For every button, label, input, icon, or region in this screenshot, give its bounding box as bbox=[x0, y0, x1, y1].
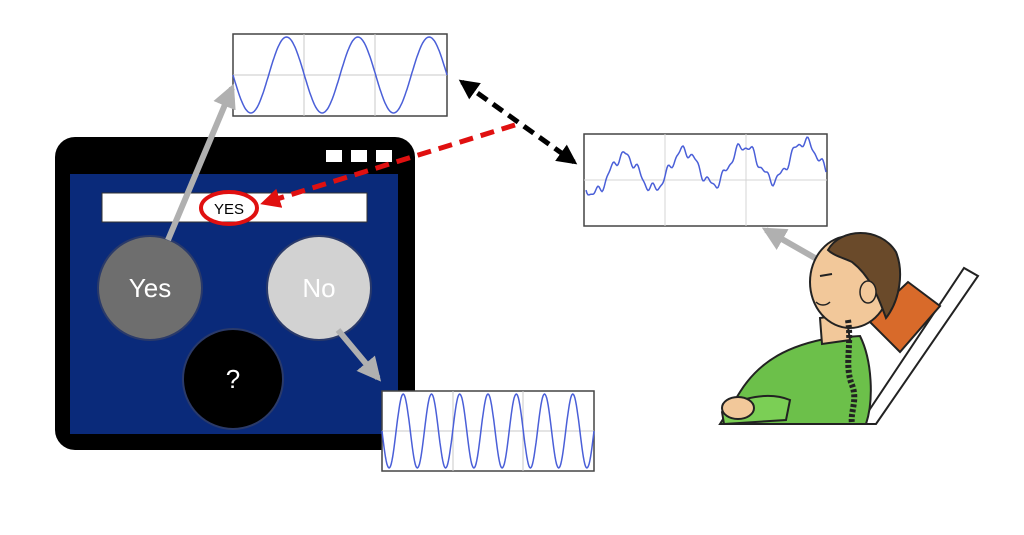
highlight-ring bbox=[199, 190, 259, 226]
waveform-yes-line bbox=[232, 36, 448, 114]
tablet-device: YES Yes No ? bbox=[55, 137, 415, 450]
waveform-yes-panel bbox=[232, 33, 448, 117]
unknown-button-label: ? bbox=[226, 364, 240, 394]
arrow-correlation bbox=[458, 79, 578, 165]
yes-button-label: Yes bbox=[129, 273, 171, 303]
person-reclining-icon bbox=[718, 232, 980, 426]
no-button[interactable]: No bbox=[266, 235, 372, 341]
recorded-signal-line bbox=[585, 136, 827, 196]
waveform-no-line bbox=[381, 393, 595, 469]
arrow-person-to-signal bbox=[761, 227, 824, 265]
window-control-2 bbox=[351, 150, 367, 162]
waveform-no-panel bbox=[381, 390, 595, 472]
no-button-label: No bbox=[302, 273, 335, 303]
unknown-button[interactable]: ? bbox=[182, 328, 284, 430]
output-text-bar bbox=[101, 192, 368, 223]
yes-button[interactable]: Yes bbox=[97, 235, 203, 341]
arrow-yes-to-waveform bbox=[165, 83, 236, 242]
window-control-3 bbox=[376, 150, 392, 162]
recorded-signal-panel bbox=[583, 133, 828, 227]
arrow-no-to-waveform bbox=[335, 328, 382, 382]
output-text: YES bbox=[214, 201, 244, 218]
window-control-1 bbox=[326, 150, 342, 162]
